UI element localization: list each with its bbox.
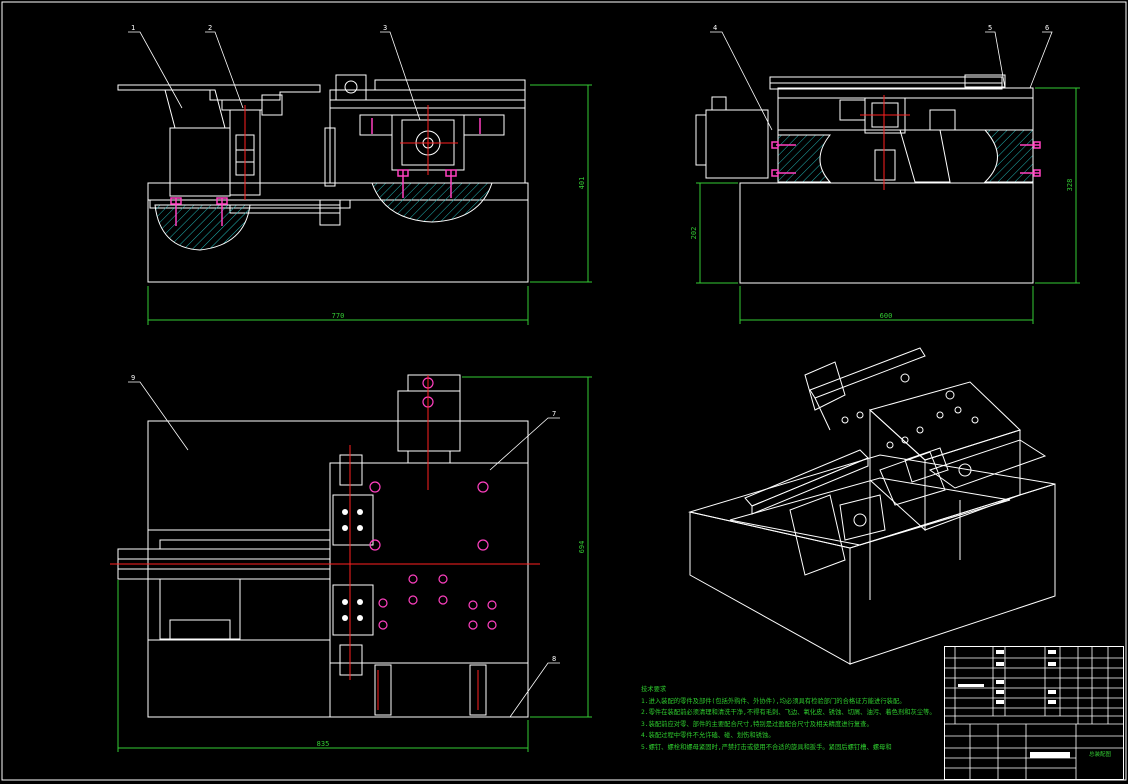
- side-height-right-label: 328: [1066, 179, 1074, 192]
- top-height-label: 694: [578, 541, 586, 554]
- top-centerlines: [110, 375, 540, 710]
- front-fasteners: [170, 118, 481, 226]
- part-label-9: 9: [131, 374, 135, 382]
- front-dimensions: [147, 84, 592, 325]
- front-section-right: [371, 182, 493, 223]
- part-label-4: 4: [713, 24, 717, 32]
- side-view: [695, 74, 1034, 284]
- note-line-1: 1.进入装配的零件及部件(包括外购件、外协件),均必须具有检验部门的合格证方能进…: [641, 697, 906, 705]
- top-width-label: 835: [317, 740, 330, 748]
- top-bolt-holes: [369, 377, 497, 630]
- side-width-label: 600: [880, 312, 893, 320]
- part-label-7: 7: [552, 410, 556, 418]
- side-centerlines: [860, 95, 910, 190]
- leader-lines: [128, 31, 1053, 718]
- top-clamp-holes: [342, 509, 363, 621]
- side-dimensions: [696, 87, 1080, 324]
- note-line-2: 2.零件在装配前必须清理和清洗干净,不得有毛刺、飞边、氧化皮、锈蚀、切屑、油污、…: [641, 709, 936, 717]
- front-width-label: 770: [332, 312, 345, 320]
- side-section-left: [777, 134, 832, 183]
- front-view: [117, 74, 529, 283]
- title-block-fills: [958, 650, 1070, 758]
- side-height-left-label: 202: [690, 227, 698, 240]
- title-block-name: 总装配图: [1089, 750, 1112, 758]
- part-label-8: 8: [552, 655, 556, 663]
- isometric-view: [688, 347, 1056, 665]
- part-label-2: 2: [208, 24, 212, 32]
- part-label-3: 3: [383, 24, 387, 32]
- front-height-label: 401: [578, 177, 586, 190]
- note-line-3: 3.装配前应对零、部件的主要配合尺寸,特别是过盈配合尺寸及相关精度进行复查。: [641, 720, 873, 728]
- part-label-1: 1: [131, 24, 135, 32]
- front-section-left: [154, 204, 251, 251]
- top-view: [117, 374, 529, 718]
- technical-notes: 技术要求 1.进入装配的零件及部件(包括外购件、外协件),均必须具有检验部门的合…: [641, 684, 941, 754]
- part-label-6: 6: [1045, 24, 1049, 32]
- note-line-4: 4.装配过程中零件不允许磕、碰、划伤和锈蚀。: [641, 732, 775, 740]
- notes-title: 技术要求: [641, 686, 667, 693]
- title-block-grid: [944, 646, 1124, 780]
- side-section-right: [983, 129, 1034, 183]
- note-line-5: 5.螺钉、螺栓和螺母紧固时,严禁打击或使用不合适的旋具和扳手。紧固后螺钉槽、螺母…: [641, 743, 892, 751]
- part-numbers: 1 2 3 4 5 6 9 7 8: [131, 24, 1049, 663]
- side-fasteners: [771, 141, 1041, 177]
- front-centerlines: [244, 105, 458, 200]
- part-label-5: 5: [988, 24, 992, 32]
- top-dimensions: [117, 376, 592, 752]
- title-block: [944, 646, 1124, 780]
